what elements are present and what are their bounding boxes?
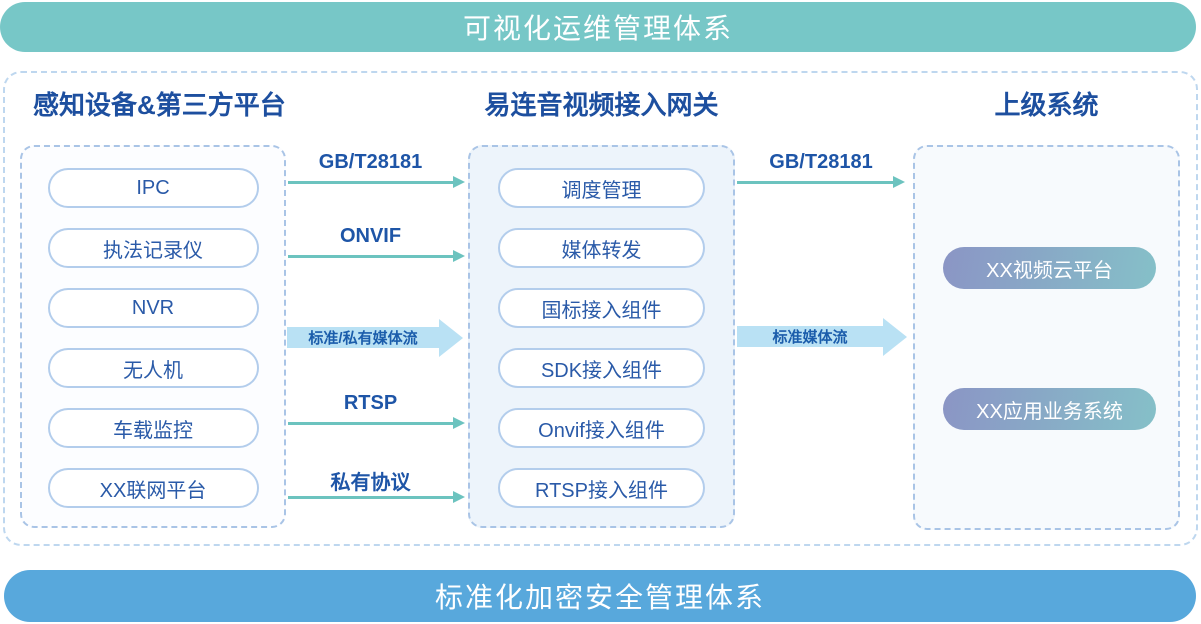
arrow-standard-private-media-stream-head (439, 319, 463, 357)
top-banner-label: 可视化运维管理体系 (462, 13, 733, 44)
upper-node-business-system: XX应用业务系统 (943, 388, 1156, 430)
gateway-node-media-forward: 媒体转发 (498, 228, 705, 268)
bottom-banner-label: 标准化加密安全管理体系 (434, 582, 765, 613)
arrow-onvif (288, 250, 465, 262)
gateway-node-dispatch: 调度管理 (498, 168, 705, 208)
column-title-gateway: 易连音视频接入网关 (484, 90, 719, 120)
device-node-drone: 无人机 (47, 348, 259, 388)
upper-systems-group: XX视频云平台 XX应用业务系统 (913, 145, 1180, 530)
arrow-rtsp (288, 417, 465, 429)
arrow-private-protocol (288, 491, 465, 503)
arrow-label-gbt28181-right: GB/T28181 (769, 151, 873, 173)
arrow-gbt28181-left (288, 176, 465, 188)
arrow-label-onvif: ONVIF (339, 225, 402, 247)
gateway-node-sdk-access: SDK接入组件 (498, 348, 705, 388)
gateway-group: 调度管理 媒体转发 国标接入组件 SDK接入组件 Onvif接入组件 RTSP接… (468, 145, 735, 528)
upper-node-video-cloud: XX视频云平台 (943, 247, 1156, 289)
gateway-node-gb-access: 国标接入组件 (498, 288, 705, 328)
bottom-banner: 标准化加密安全管理体系 (4, 570, 1196, 622)
arrow-label-private-protocol: 私有协议 (330, 472, 411, 494)
device-node-ipc: IPC (47, 168, 259, 208)
arrow-label-rtsp: RTSP (343, 392, 398, 414)
device-node-nvr: NVR (47, 288, 259, 328)
top-banner: 可视化运维管理体系 (0, 2, 1196, 52)
devices-group: IPC 执法记录仪 NVR 无人机 车载监控 XX联网平台 (20, 145, 286, 528)
device-node-vehicle-monitor: 车载监控 (47, 408, 259, 448)
arrow-gbt28181-right (737, 176, 905, 188)
column-title-devices: 感知设备&第三方平台 (33, 90, 286, 120)
column-title-upper-systems: 上级系统 (994, 90, 1099, 120)
arrow-standard-media-stream: 标准媒体流 (737, 326, 883, 347)
gateway-node-rtsp-access: RTSP接入组件 (498, 468, 705, 508)
arrow-label-gbt28181-left: GB/T28181 (318, 151, 423, 173)
device-node-body-camera: 执法记录仪 (47, 228, 259, 268)
gateway-node-onvif-access: Onvif接入组件 (498, 408, 705, 448)
arrow-standard-media-stream-head (883, 318, 907, 356)
arrow-standard-private-media-stream: 标准/私有媒体流 (287, 327, 439, 348)
device-node-network-platform: XX联网平台 (47, 468, 259, 508)
